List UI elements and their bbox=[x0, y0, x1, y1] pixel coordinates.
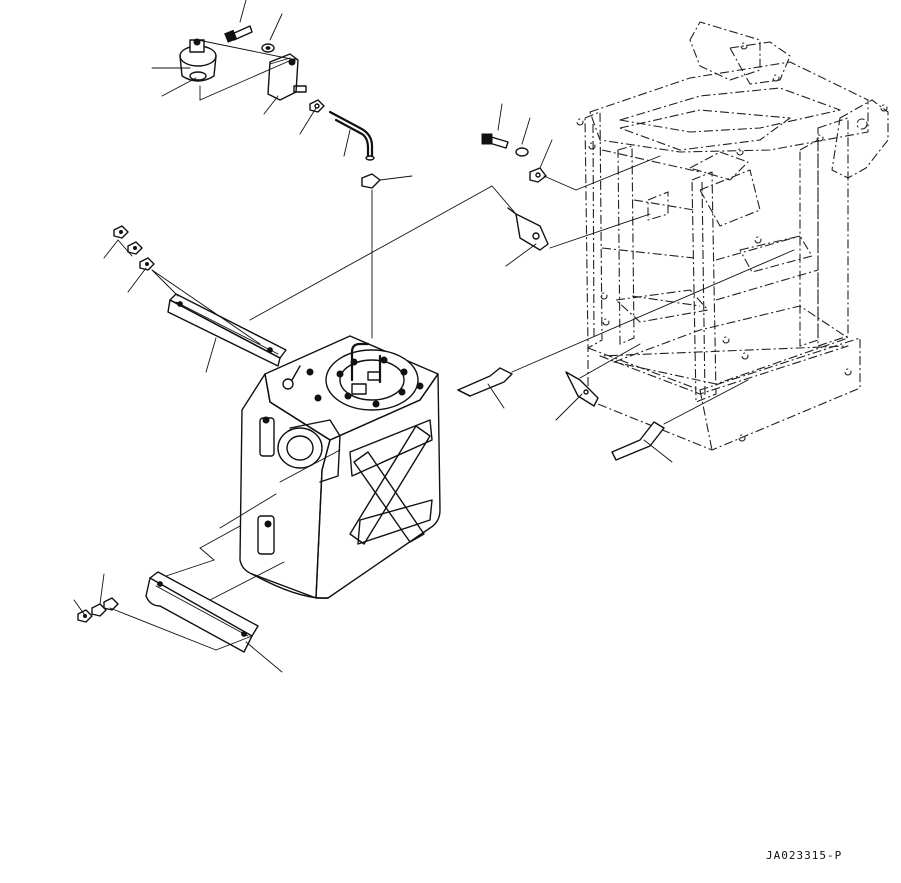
mounting-bracket-right bbox=[565, 371, 599, 407]
sensor-bolt bbox=[224, 25, 253, 43]
hose-clamp-nut bbox=[309, 99, 325, 113]
frame-nut bbox=[529, 167, 547, 183]
fuel-tank bbox=[239, 335, 441, 599]
main-frame bbox=[576, 21, 889, 451]
strap-nut-lower-b bbox=[91, 603, 107, 617]
strap-nut-upper-c bbox=[139, 257, 155, 271]
frame-washer bbox=[515, 147, 529, 157]
mounting-pin-middle bbox=[457, 367, 513, 397]
mounting-pin-upper bbox=[507, 207, 549, 251]
hose-fitting bbox=[361, 173, 381, 189]
leader-lines bbox=[73, 0, 795, 673]
frame-bolt bbox=[481, 133, 509, 149]
mounting-pin-lower bbox=[611, 421, 665, 461]
strap-nut-lower-a bbox=[77, 609, 93, 623]
sensor-washer bbox=[261, 43, 275, 53]
drawing-number: JA023315-P bbox=[766, 849, 843, 862]
level-sensor bbox=[179, 38, 217, 82]
fuel-hose bbox=[328, 110, 375, 161]
strap-nut-lower-c bbox=[103, 597, 119, 611]
upper-tank-strap bbox=[167, 293, 287, 367]
sensor-block bbox=[267, 53, 307, 101]
strap-nut-upper-b bbox=[127, 241, 143, 255]
lower-tank-strap bbox=[145, 571, 259, 653]
strap-nut-upper-a bbox=[113, 225, 129, 239]
